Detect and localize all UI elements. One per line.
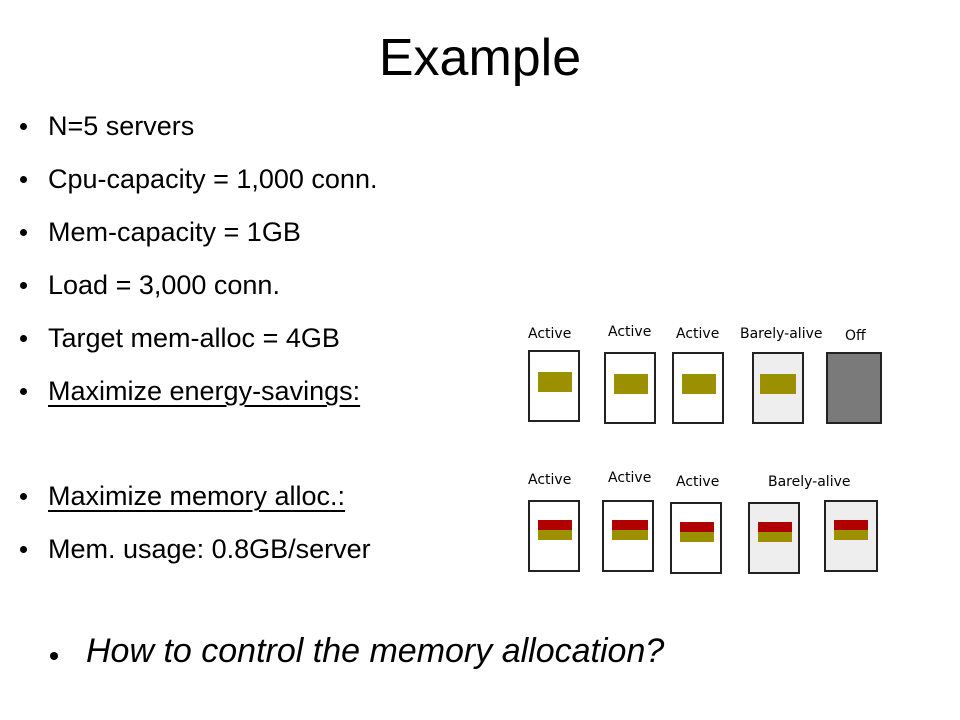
bullet-max-energy: Maximize energy-savings: bbox=[18, 369, 377, 422]
server-box-active bbox=[670, 502, 722, 574]
server-label: Active bbox=[528, 472, 572, 488]
cpu-bar bbox=[538, 372, 572, 392]
bullet-servers: N=5 servers bbox=[18, 104, 377, 157]
server-label: Active bbox=[528, 326, 572, 342]
bullet-mem-capacity: Mem-capacity = 1GB bbox=[18, 210, 377, 263]
mem-bar bbox=[758, 522, 792, 532]
server-box-active bbox=[602, 500, 654, 572]
bullet-list: N=5 servers Cpu-capacity = 1,000 conn. M… bbox=[18, 104, 377, 580]
bullet-max-memory: Maximize memory alloc.: bbox=[18, 474, 377, 527]
bullet-cpu-capacity: Cpu-capacity = 1,000 conn. bbox=[18, 157, 377, 210]
cpu-bar bbox=[614, 374, 648, 394]
server-box-active bbox=[528, 500, 580, 572]
question-bullet: How to control the memory allocation? bbox=[40, 632, 664, 671]
server-label: Active bbox=[676, 326, 720, 342]
mem-bar bbox=[680, 522, 714, 532]
server-box-barely-alive bbox=[824, 500, 878, 572]
cpu-bar bbox=[680, 532, 714, 542]
server-label: Active bbox=[676, 474, 720, 490]
max-energy-text: Maximize energy-savings: bbox=[48, 376, 361, 406]
cpu-bar bbox=[682, 374, 716, 394]
server-box-barely-alive bbox=[748, 502, 800, 574]
bullet-load: Load = 3,000 conn. bbox=[18, 263, 377, 316]
cpu-bar bbox=[758, 532, 792, 542]
cpu-bar bbox=[760, 374, 796, 394]
slide-title: Example bbox=[378, 29, 582, 87]
cpu-bar bbox=[612, 530, 648, 540]
mem-bar bbox=[612, 520, 648, 530]
server-label: Barely-alive bbox=[768, 474, 851, 490]
server-label: Off bbox=[845, 328, 866, 344]
server-label: Barely-alive bbox=[740, 326, 823, 342]
server-box-off bbox=[826, 352, 882, 424]
server-box-active bbox=[672, 352, 724, 424]
bullet-target-mem: Target mem-alloc = 4GB bbox=[18, 316, 377, 369]
server-box-barely-alive bbox=[752, 352, 804, 424]
server-label: Active bbox=[608, 324, 652, 340]
max-memory-text: Maximize memory alloc.: bbox=[48, 481, 346, 511]
mem-bar bbox=[834, 520, 868, 530]
bullet-mem-usage: Mem. usage: 0.8GB/server bbox=[18, 527, 377, 580]
cpu-bar bbox=[834, 530, 868, 540]
server-box-active bbox=[604, 352, 656, 424]
mem-bar bbox=[538, 520, 572, 530]
server-box-active bbox=[528, 350, 580, 422]
cpu-bar bbox=[538, 530, 572, 540]
server-label: Active bbox=[608, 470, 652, 486]
